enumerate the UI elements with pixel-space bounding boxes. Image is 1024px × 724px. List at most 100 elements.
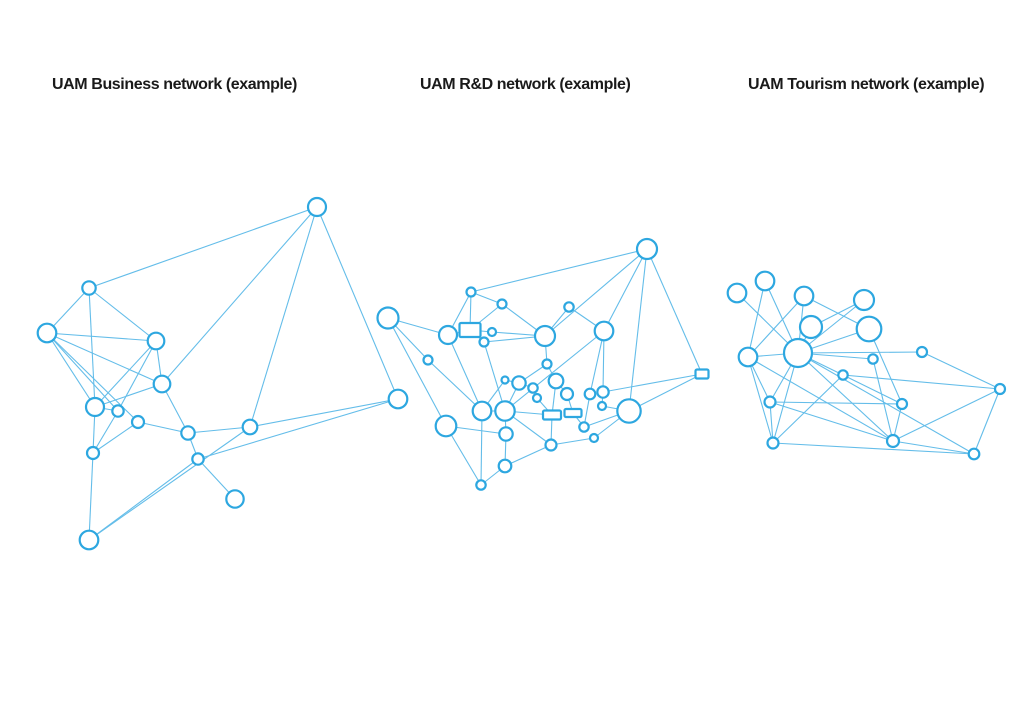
network-node-t6 bbox=[855, 315, 883, 343]
network-edge bbox=[94, 340, 157, 408]
network-node-b9 bbox=[180, 425, 196, 441]
network-node-b13 bbox=[225, 489, 245, 509]
network-edge bbox=[797, 351, 923, 354]
network-node-r5 bbox=[437, 324, 459, 346]
network-node-r33 bbox=[497, 458, 513, 474]
network-edge bbox=[872, 358, 894, 442]
network-edge bbox=[544, 248, 648, 337]
network-edge bbox=[316, 206, 399, 400]
network-edge bbox=[628, 373, 703, 412]
network-node-r12 bbox=[593, 320, 615, 342]
network-edge bbox=[161, 206, 318, 385]
network-edge bbox=[137, 421, 189, 434]
network-edge bbox=[603, 248, 648, 332]
network-edge bbox=[550, 437, 595, 446]
network-node-t13 bbox=[763, 395, 777, 409]
network-edge bbox=[772, 352, 799, 444]
network-edge bbox=[117, 340, 157, 412]
network-node-r13 bbox=[541, 358, 553, 370]
network-edge bbox=[427, 359, 483, 412]
tourism-network-graph bbox=[726, 270, 1007, 461]
network-node-b12 bbox=[85, 445, 101, 461]
network-node-r32 bbox=[544, 438, 558, 452]
network-node-b4 bbox=[146, 331, 166, 351]
network-edge bbox=[769, 401, 774, 444]
network-node-r34 bbox=[475, 479, 487, 491]
network-edge bbox=[589, 330, 605, 395]
network-edge bbox=[88, 426, 251, 541]
network-edge bbox=[842, 374, 1001, 390]
network-node-r7 bbox=[478, 336, 490, 348]
network-edge bbox=[973, 388, 1001, 455]
network-edge bbox=[445, 425, 482, 486]
network-edge bbox=[747, 356, 894, 442]
network-node-t1 bbox=[726, 282, 748, 304]
network-edge bbox=[772, 374, 844, 444]
network-node-r16 bbox=[511, 375, 527, 391]
network-node-r23 bbox=[596, 400, 608, 412]
network-node-b5 bbox=[152, 374, 172, 394]
network-node-t9 bbox=[867, 353, 879, 365]
network-node-t2 bbox=[754, 270, 776, 292]
network-node-t8 bbox=[782, 337, 814, 369]
network-edge bbox=[504, 330, 605, 412]
network-edge bbox=[470, 248, 648, 293]
network-node-b14 bbox=[78, 529, 100, 551]
network-edge bbox=[602, 373, 703, 393]
network-node-r2 bbox=[465, 286, 477, 298]
network-edge bbox=[249, 206, 318, 428]
network-node-b15 bbox=[387, 388, 409, 410]
network-node-r31 bbox=[588, 432, 600, 444]
network-node-t11 bbox=[837, 369, 849, 381]
network-node-r6 bbox=[486, 326, 498, 338]
network-edge bbox=[504, 444, 552, 467]
network-node-r9 bbox=[533, 324, 557, 348]
network-node-r22 bbox=[596, 385, 610, 399]
network-edge bbox=[747, 280, 766, 358]
network-edge bbox=[842, 374, 903, 405]
network-node-r15 bbox=[500, 375, 510, 385]
network-edge bbox=[483, 341, 506, 412]
network-node-t15 bbox=[766, 436, 780, 450]
network-edge bbox=[46, 332, 163, 385]
network-edge bbox=[88, 452, 94, 541]
network-edge bbox=[769, 401, 903, 405]
network-node-t4 bbox=[798, 314, 824, 340]
network-node-b7 bbox=[111, 404, 125, 418]
network-node-b6 bbox=[84, 396, 106, 418]
network-node-r4 bbox=[458, 321, 482, 339]
network-node-r29 bbox=[498, 426, 514, 442]
network-node-b10 bbox=[241, 418, 259, 436]
network-edge bbox=[772, 442, 975, 455]
network-node-t16 bbox=[885, 433, 901, 449]
network-edge bbox=[92, 421, 139, 454]
network-node-r10 bbox=[635, 237, 659, 261]
network-node-r20 bbox=[559, 386, 575, 402]
network-node-r1 bbox=[376, 306, 400, 330]
network-node-r3 bbox=[496, 298, 508, 310]
network-edge bbox=[46, 332, 96, 408]
network-node-r21 bbox=[583, 387, 597, 401]
network-node-r19 bbox=[547, 372, 565, 390]
rnd-network-title: UAM R&D network (example) bbox=[420, 76, 631, 93]
network-edge bbox=[892, 440, 975, 455]
network-edge bbox=[197, 398, 399, 460]
network-node-r18 bbox=[531, 392, 543, 404]
network-node-r11 bbox=[563, 301, 575, 313]
network-edge bbox=[480, 410, 483, 486]
network-node-r17 bbox=[527, 382, 539, 394]
network-edge bbox=[747, 356, 774, 444]
network-edge bbox=[187, 426, 251, 434]
network-edge bbox=[868, 328, 903, 405]
network-node-r27 bbox=[563, 407, 583, 419]
network-node-b3 bbox=[36, 322, 58, 344]
network-node-r28 bbox=[434, 414, 458, 438]
network-edge bbox=[628, 248, 648, 412]
tourism-network-title: UAM Tourism network (example) bbox=[748, 76, 985, 93]
network-node-b11 bbox=[191, 452, 205, 466]
network-edge bbox=[249, 398, 399, 428]
network-edge bbox=[747, 295, 805, 358]
network-edge bbox=[88, 287, 157, 342]
network-edge bbox=[46, 332, 157, 342]
